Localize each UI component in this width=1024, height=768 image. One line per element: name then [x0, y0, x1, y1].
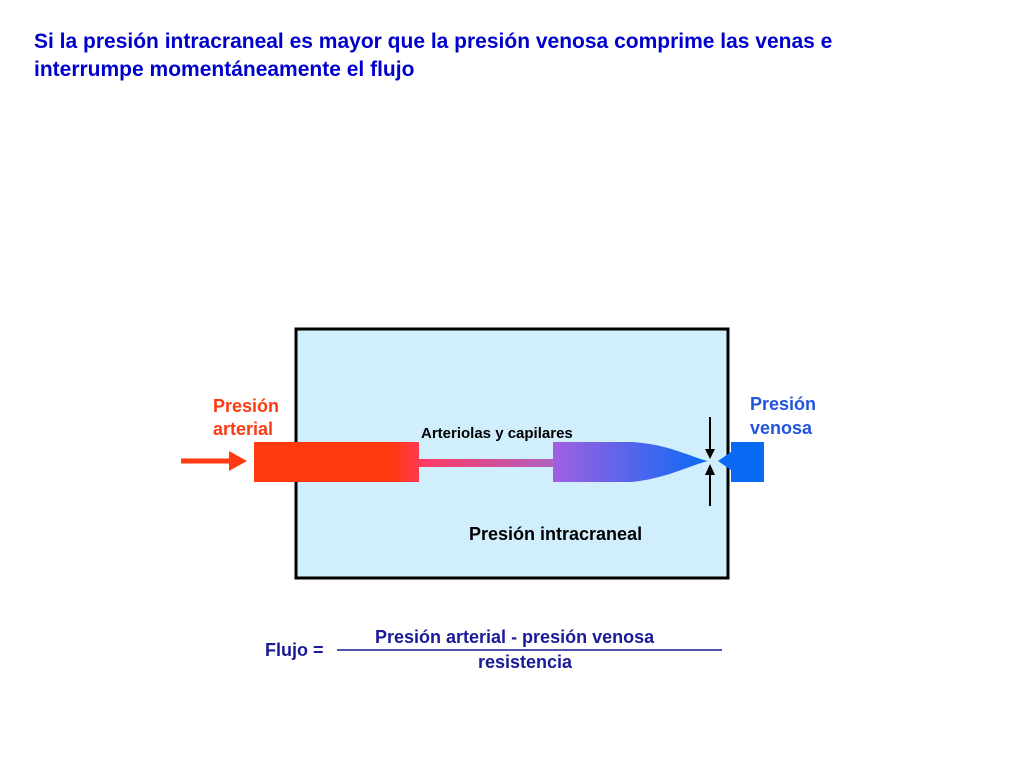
arterial-pressure-label-line-1: Presión — [213, 396, 279, 416]
venous-pressure-label-line-2: venosa — [750, 418, 813, 438]
slide-title: Si la presión intracraneal es mayor que … — [34, 28, 934, 84]
artery-segment — [254, 442, 394, 482]
arterial-pressure-label-line-2: arterial — [213, 419, 273, 439]
slide-title-line-2: interrumpe momentáneamente el flujo — [34, 58, 415, 81]
venous-pressure-label: Presión venosa — [750, 394, 821, 438]
arterial-pressure-label: Presión arterial — [213, 396, 284, 439]
formula-denominator: resistencia — [478, 652, 573, 672]
venous-collecting-segment — [553, 442, 708, 482]
venous-pressure-label-line-1: Presión — [750, 394, 816, 414]
venous-outflow-segment — [718, 442, 764, 482]
artery-end-segment — [393, 442, 419, 482]
compression-arrow-bottom — [705, 464, 715, 506]
arterial-inflow-arrow — [181, 451, 247, 471]
compression-arrow-top — [705, 417, 715, 459]
slide-title-line-1: Si la presión intracraneal es mayor que … — [34, 30, 833, 53]
formula-numerator: Presión arterial - presión venosa — [375, 627, 655, 647]
arterioles-capillaries-vessel — [419, 459, 553, 467]
formula-lhs: Flujo = — [265, 640, 324, 660]
intracranial-pressure-label: Presión intracraneal — [469, 524, 642, 544]
arterioles-label: Arteriolas y capilares — [421, 425, 573, 442]
